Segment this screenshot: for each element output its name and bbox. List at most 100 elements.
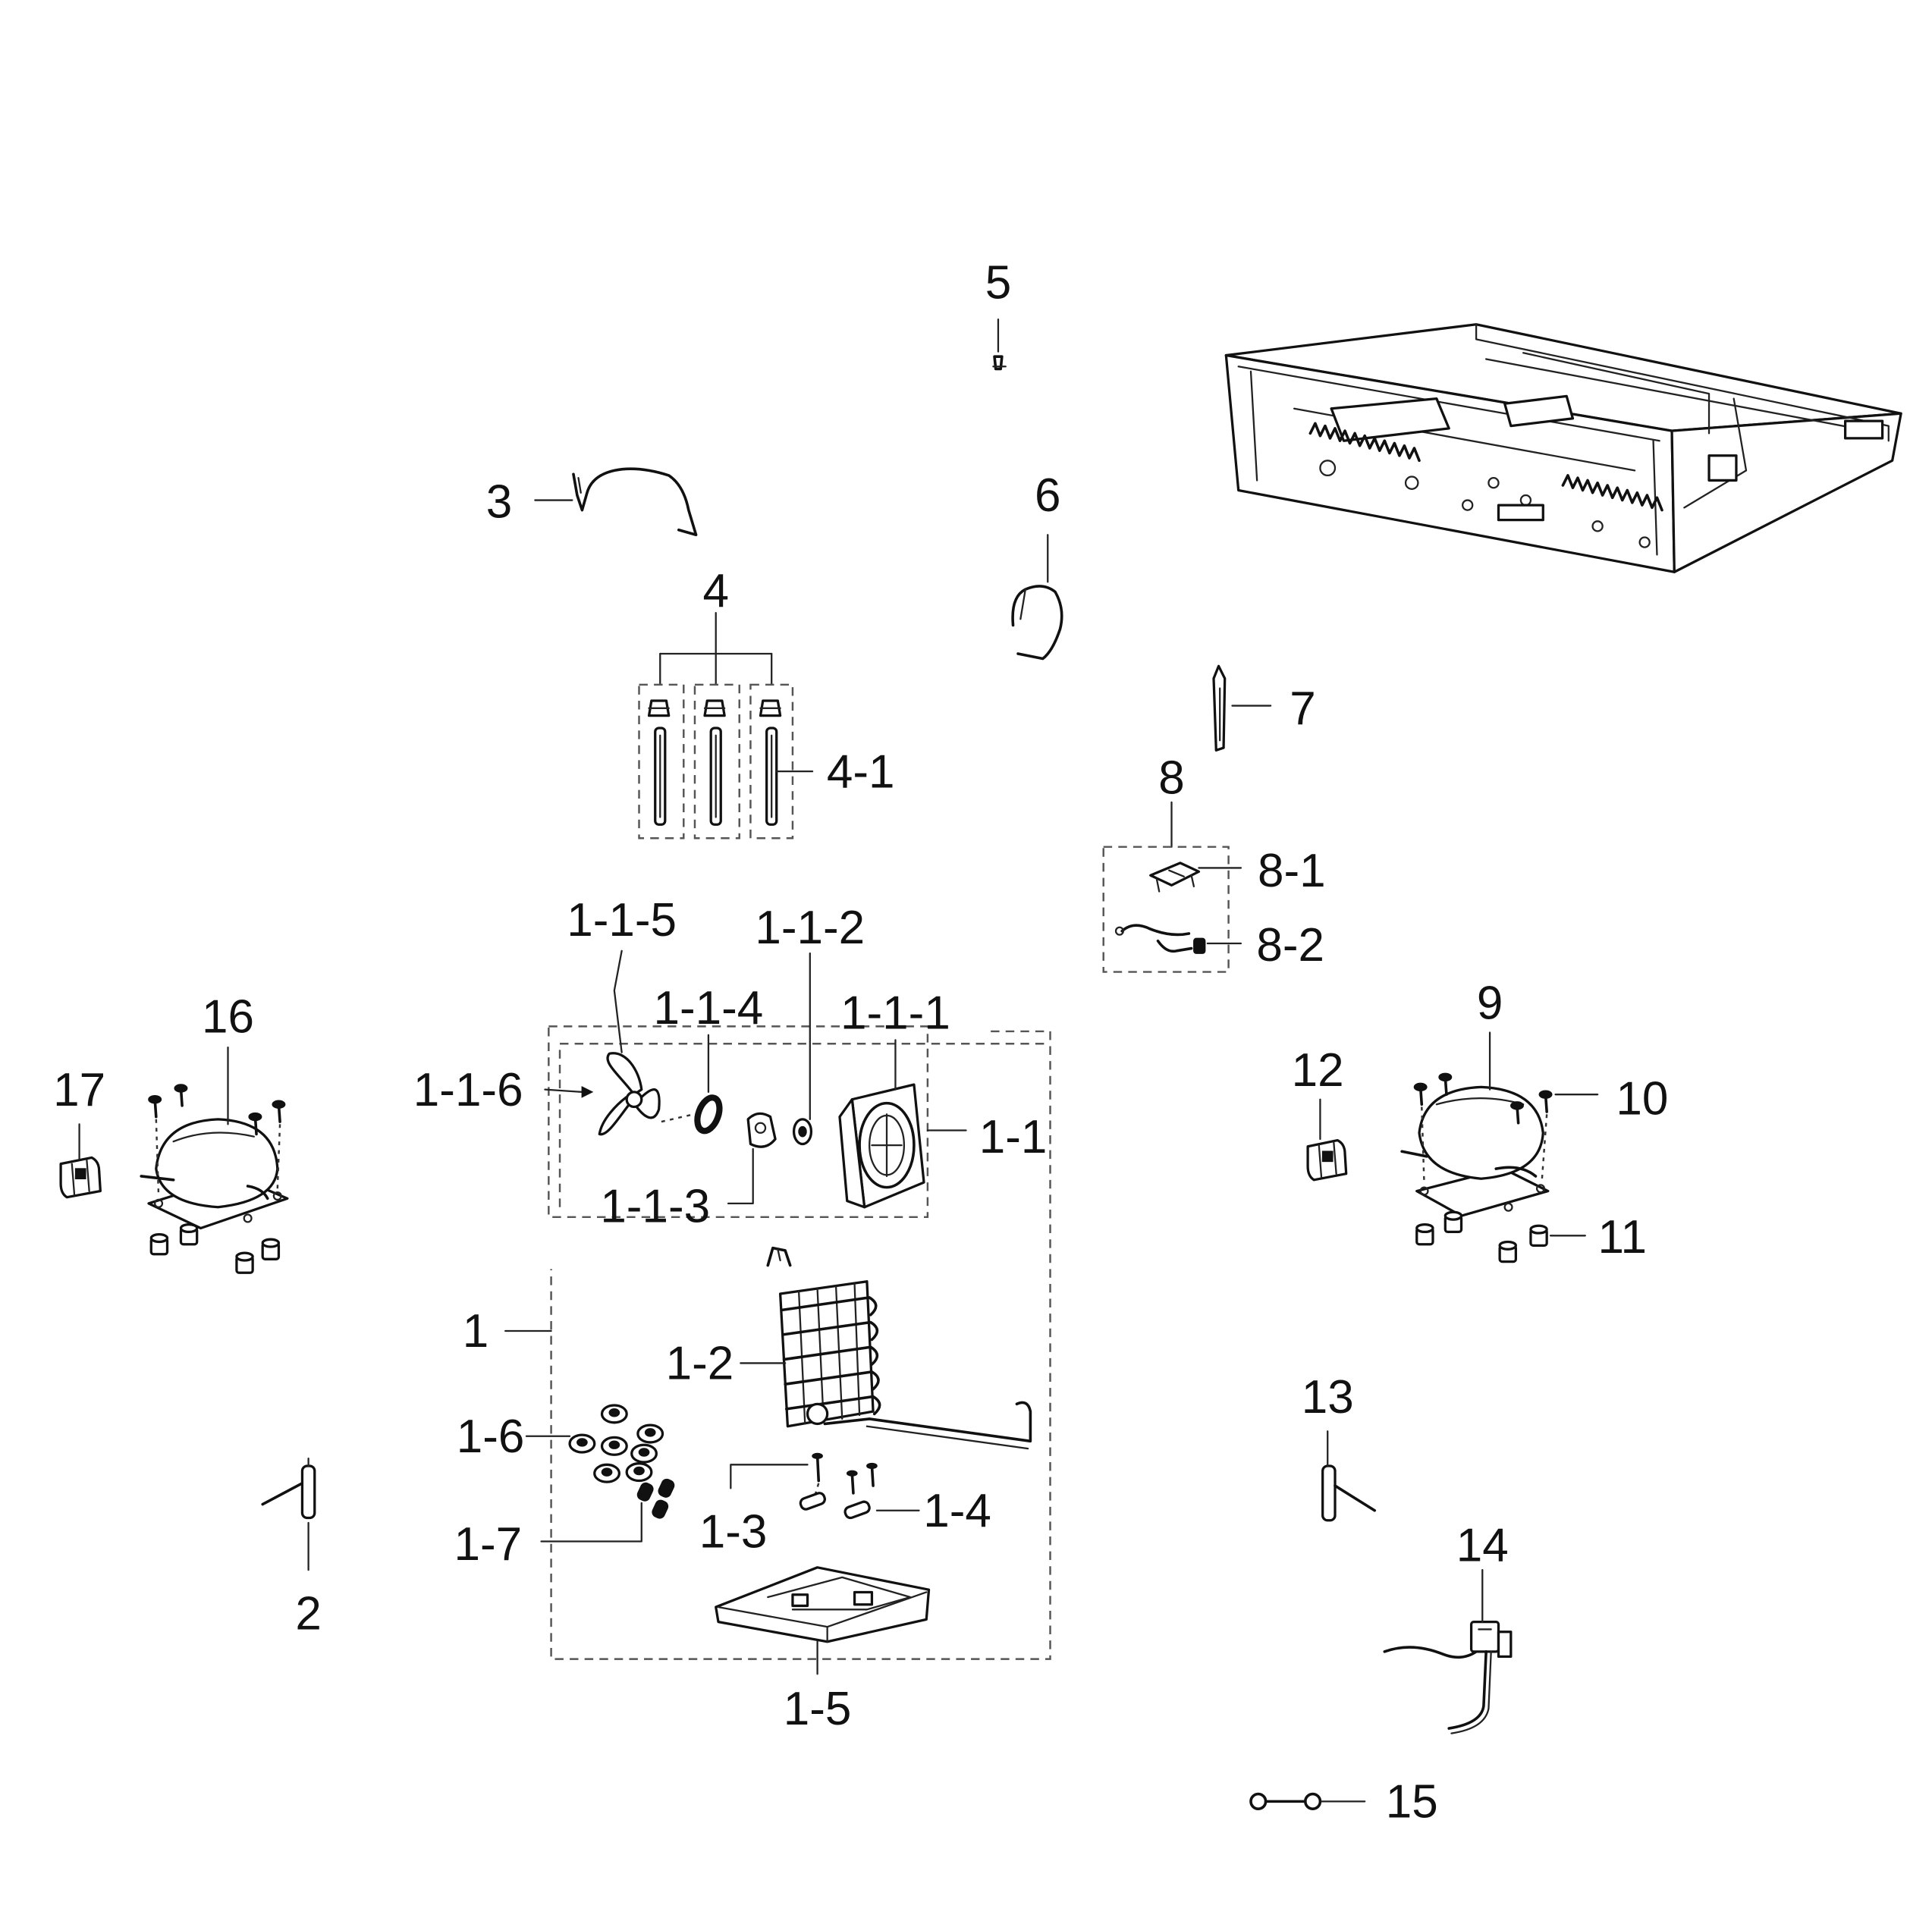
grommet	[593, 1463, 621, 1483]
part-15-rings	[1249, 1792, 1322, 1810]
grommet	[261, 1238, 281, 1260]
part-2-filter-drier	[261, 1458, 316, 1520]
assembly-1-1-inner-box	[558, 1043, 1051, 1207]
callout-9: 9	[1477, 978, 1503, 1030]
part-8-group-box	[1102, 846, 1230, 973]
grommet	[636, 1423, 664, 1444]
part-4-box-b	[693, 683, 740, 840]
callout-1-1-1: 1-1-1	[840, 987, 950, 1040]
callout-12: 12	[1292, 1044, 1344, 1097]
grommet	[600, 1404, 628, 1424]
callout-1-1-5: 1-1-5	[567, 894, 677, 946]
leader-line-1-7	[540, 1502, 642, 1543]
part-1-5-drain-tray	[715, 1566, 931, 1643]
part-1-1-1-fan-shroud	[838, 1083, 925, 1209]
part-10-screws	[1413, 1072, 1553, 1184]
part-9-compressor	[1400, 1085, 1550, 1217]
leader-line-1-1-5	[613, 949, 623, 1053]
callout-1-7: 1-7	[454, 1518, 523, 1571]
part-4-box-c	[749, 683, 794, 840]
leader-line-1-3	[730, 1464, 809, 1489]
callout-1-2: 1-2	[666, 1338, 734, 1390]
callout-8-1: 8-1	[1258, 845, 1326, 897]
part-1-2-evaporator	[778, 1280, 1032, 1450]
grommet	[149, 1233, 169, 1256]
callout-6: 6	[1035, 469, 1061, 522]
callout-13: 13	[1302, 1371, 1354, 1423]
part-3-tube	[572, 467, 698, 537]
callout-1-4: 1-4	[923, 1485, 991, 1537]
callout-11: 11	[1598, 1211, 1647, 1263]
callout-16: 16	[202, 991, 254, 1044]
part-1-1-2-washer	[792, 1118, 813, 1146]
part-16-grommets	[149, 1223, 281, 1274]
callout-1-1-6: 1-1-6	[413, 1064, 523, 1116]
callout-3: 3	[486, 476, 513, 528]
callout-1-3: 1-3	[699, 1506, 768, 1558]
callout-2: 2	[295, 1587, 322, 1640]
callout-10: 10	[1616, 1072, 1668, 1125]
grommet	[568, 1433, 596, 1454]
evaporator-clip	[766, 1246, 792, 1267]
callout-8: 8	[1158, 752, 1185, 804]
callout-15: 15	[1386, 1776, 1438, 1828]
callout-1-1-4: 1-1-4	[654, 982, 764, 1034]
callout-5: 5	[985, 256, 1012, 309]
part-1-1-4-ring	[694, 1094, 723, 1135]
part-1-7-spacers	[636, 1478, 675, 1519]
part-12-cover	[1306, 1138, 1348, 1182]
grommet	[1415, 1223, 1434, 1246]
part-1-4-screws-clip	[843, 1462, 878, 1520]
part-6-tube	[1011, 585, 1063, 661]
callout-14: 14	[1456, 1520, 1509, 1572]
callout-4: 4	[702, 565, 729, 617]
screw	[248, 1112, 262, 1136]
screw	[1438, 1072, 1453, 1096]
grommet	[1529, 1224, 1548, 1247]
part-1-1-5-fan-blade	[598, 1052, 661, 1136]
grommet	[235, 1251, 254, 1274]
assembly-1-1-box	[548, 1025, 929, 1219]
grommet	[1444, 1210, 1463, 1234]
leader-bracket-4	[659, 611, 773, 686]
part-1-1-4-axis	[661, 1113, 694, 1123]
grommet	[1498, 1240, 1517, 1263]
part-5-screw	[992, 355, 1007, 371]
part-17-cover	[59, 1156, 102, 1199]
part-1-3-screw-clip	[799, 1452, 826, 1511]
screw	[148, 1095, 162, 1197]
part-16-compressor	[140, 1118, 289, 1230]
callout-1-1: 1-1	[979, 1111, 1048, 1163]
part-1-6-grommets	[568, 1404, 664, 1483]
callout-1-1-3: 1-1-3	[600, 1180, 710, 1232]
part-11-grommets	[1415, 1210, 1548, 1263]
leader-line-1-1-3	[727, 1147, 754, 1204]
grommet	[625, 1462, 653, 1483]
screw	[1413, 1082, 1428, 1184]
part-8-2-wire-harness	[1114, 924, 1206, 954]
callout-17: 17	[53, 1064, 105, 1116]
grommet	[179, 1223, 199, 1246]
tray-frame-assembly	[1224, 323, 1902, 573]
part-8-1-bracket	[1149, 862, 1201, 893]
screw	[174, 1084, 188, 1107]
callout-1: 1	[463, 1305, 489, 1357]
screw	[1510, 1101, 1524, 1125]
callout-1-6: 1-6	[457, 1411, 525, 1463]
part-14-valve-harness	[1383, 1621, 1513, 1734]
part-4-box-a	[638, 683, 685, 840]
callout-1-5: 1-5	[784, 1683, 852, 1735]
grommet	[630, 1443, 658, 1464]
callout-4-1: 4-1	[827, 745, 895, 798]
part-13-filter	[1321, 1464, 1377, 1522]
grommet	[600, 1436, 628, 1456]
part-1-1-3-motor-bracket	[746, 1112, 777, 1148]
screw	[1538, 1090, 1553, 1182]
assembly-1-box	[550, 1030, 1051, 1660]
callout-1-1-2: 1-1-2	[755, 902, 865, 954]
leader-arrow-1-1-6	[544, 1086, 594, 1098]
callout-8-2: 8-2	[1256, 919, 1324, 971]
callout-7: 7	[1290, 683, 1316, 735]
part-7-rod	[1212, 664, 1227, 752]
